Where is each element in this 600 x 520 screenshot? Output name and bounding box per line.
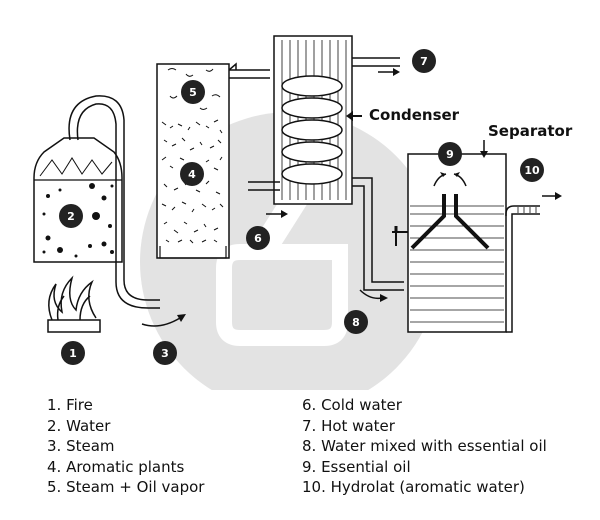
svg-text:3: 3 [161, 347, 169, 360]
legend-item: 5. Steam + Oil vapor [47, 478, 205, 496]
svg-text:1: 1 [69, 347, 77, 360]
water-boiler [33, 137, 123, 263]
legend-item: 1. Fire [47, 396, 93, 414]
marker-6: 6 [246, 226, 270, 250]
legend-item: 6. Cold water [302, 396, 402, 414]
marker-5: 5 [181, 80, 205, 104]
marker-1: 1 [61, 341, 85, 365]
marker-7: 7 [412, 49, 436, 73]
legend-item: 10. Hydrolat (aromatic water) [302, 478, 525, 496]
legend-item: 7. Hot water [302, 416, 395, 435]
condenser-label: Condenser [369, 106, 460, 124]
condenser [248, 35, 400, 205]
svg-text:10: 10 [524, 164, 540, 177]
legend-item: 9. Essential oil [302, 457, 411, 476]
svg-text:9: 9 [446, 148, 454, 161]
steam-tube [68, 95, 160, 309]
legend-item: 8. Water mixed with essential oil [302, 437, 547, 455]
legend-item: 2. Water [47, 416, 111, 435]
svg-text:4: 4 [188, 168, 196, 181]
distillate-pipe [352, 177, 404, 291]
distillation-diagram: Condenser Separator 1 2 3 4 5 6 7 8 9 10 [33, 35, 573, 390]
marker-8: 8 [344, 310, 368, 334]
fire-burner [47, 275, 101, 333]
marker-9: 9 [438, 142, 462, 166]
legend-right: 6. Cold water 7. Hot water 8. Water mixe… [302, 395, 547, 498]
marker-3: 3 [153, 341, 177, 365]
marker-2: 2 [59, 204, 83, 228]
separator-vessel [392, 153, 540, 333]
legend-item: 3. Steam [47, 437, 115, 455]
legend-left: 1. Fire 2. Water 3. Steam 4. Aromatic pl… [47, 395, 204, 498]
flow-arrows [141, 68, 562, 327]
separator-label: Separator [488, 122, 573, 140]
legend-item: 4. Aromatic plants [47, 457, 185, 476]
vapor-pipe [228, 62, 270, 79]
svg-text:6: 6 [254, 232, 262, 245]
marker-10: 10 [520, 158, 544, 182]
marker-4: 4 [180, 162, 204, 186]
svg-text:5: 5 [189, 86, 197, 99]
svg-text:8: 8 [352, 316, 360, 329]
svg-text:2: 2 [67, 210, 75, 223]
svg-text:7: 7 [420, 55, 428, 68]
